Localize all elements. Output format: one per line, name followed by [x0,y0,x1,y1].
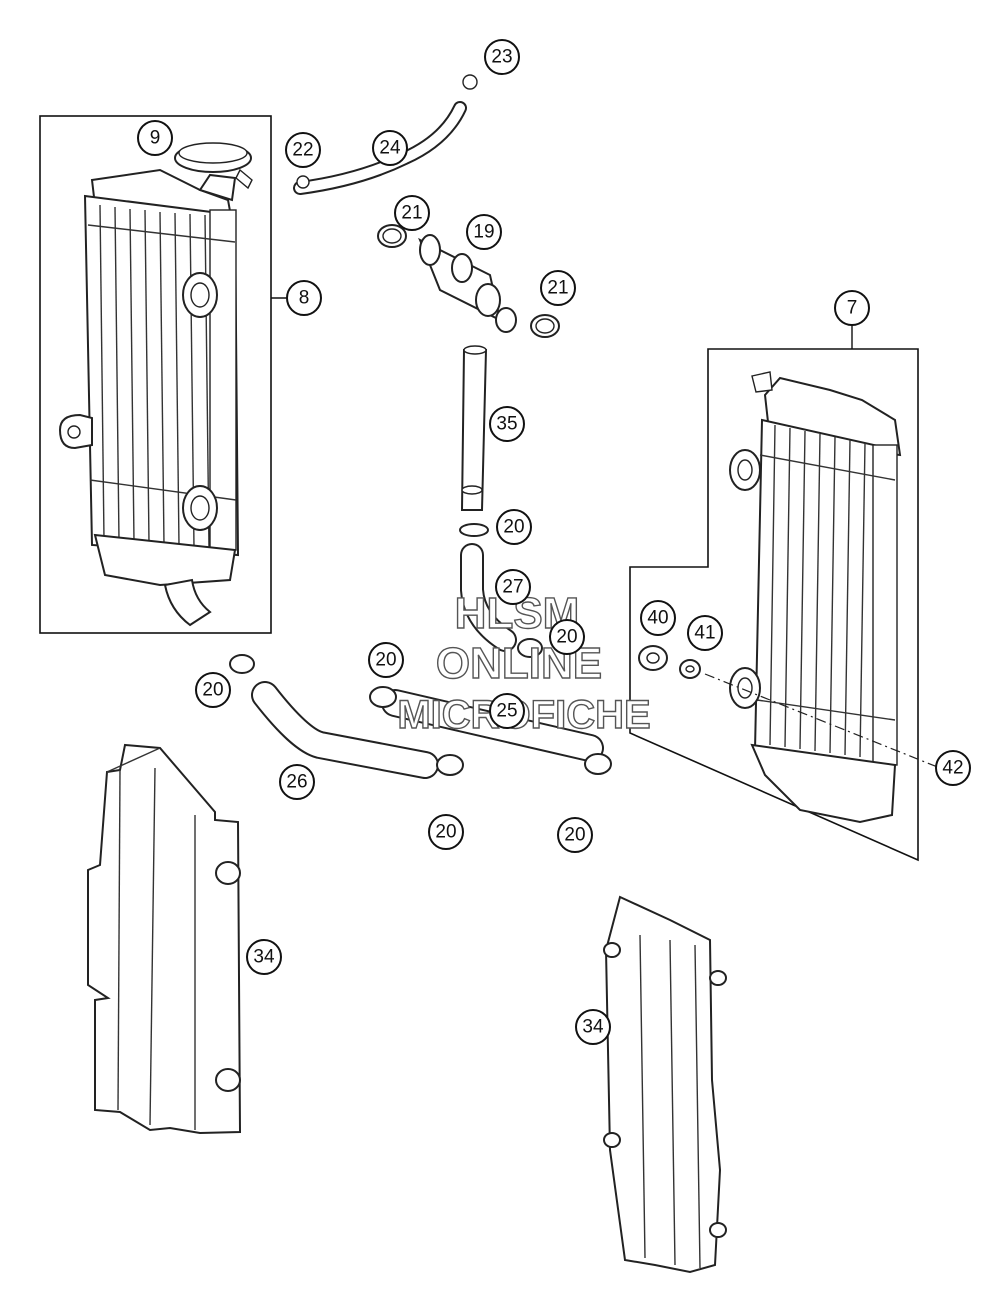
svg-text:7: 7 [847,298,858,319]
svg-text:19: 19 [473,222,494,243]
callout-7: 7 [834,290,870,326]
svg-text:34: 34 [582,1017,604,1038]
callout-20-left: 20 [195,672,231,708]
callout-20-top: 20 [496,509,532,545]
svg-text:9: 9 [150,128,161,149]
svg-text:21: 21 [401,203,422,224]
svg-text:27: 27 [502,577,523,598]
svg-text:40: 40 [647,608,668,629]
radiator-cap-drawing [174,142,253,190]
svg-text:22: 22 [292,140,313,161]
right-radiator-drawing [729,371,902,824]
svg-text:24: 24 [379,138,401,159]
callout-20-mid: 20 [368,642,404,678]
callout-23: 23 [484,39,520,75]
svg-text:20: 20 [503,517,524,538]
svg-text:42: 42 [942,758,963,779]
connector-drawing [377,224,560,338]
svg-text:20: 20 [202,680,223,701]
svg-text:26: 26 [286,772,307,793]
callout-9: 9 [137,120,173,156]
svg-text:34: 34 [253,947,275,968]
svg-text:20: 20 [375,650,396,671]
callout-34-left: 34 [246,939,282,975]
right-radiator-shroud-drawing [603,895,727,1274]
callout-40: 40 [640,600,676,636]
svg-text:20: 20 [435,822,456,843]
callout-22: 22 [285,132,321,168]
watermark-line-3: MICROFICHE [397,693,650,737]
bent-hose-drawing [229,654,464,779]
callout-27: 27 [495,569,531,605]
callout-25: 25 [489,693,525,729]
group-box-left-radiator [39,115,272,634]
group-box-right-radiator [629,348,919,862]
callout-35: 35 [489,406,525,442]
pipe-drawing [460,345,488,511]
callout-19: 19 [466,214,502,250]
callout-24: 24 [372,130,408,166]
straight-hose-drawing [369,686,612,775]
callout-20-bottom-left: 20 [428,814,464,850]
elbow-hose-drawing [459,523,543,658]
svg-text:35: 35 [496,414,517,435]
callout-42: 42 [935,750,971,786]
callout-34-right: 34 [575,1009,611,1045]
left-radiator-drawing [58,168,240,627]
callout-21-left: 21 [394,195,430,231]
svg-text:20: 20 [556,627,577,648]
callout-8: 8 [286,280,322,316]
svg-text:25: 25 [496,701,517,722]
svg-text:41: 41 [694,623,715,644]
svg-text:20: 20 [564,825,585,846]
left-radiator-shroud-drawing [87,743,242,1135]
callout-20-elbow: 20 [549,619,585,655]
callout-41: 41 [687,615,723,651]
callout-20-bottom-right: 20 [557,817,593,853]
svg-text:23: 23 [491,47,512,68]
callout-21-right: 21 [540,270,576,306]
svg-text:8: 8 [299,288,310,309]
callout-26: 26 [279,764,315,800]
svg-text:21: 21 [547,278,568,299]
